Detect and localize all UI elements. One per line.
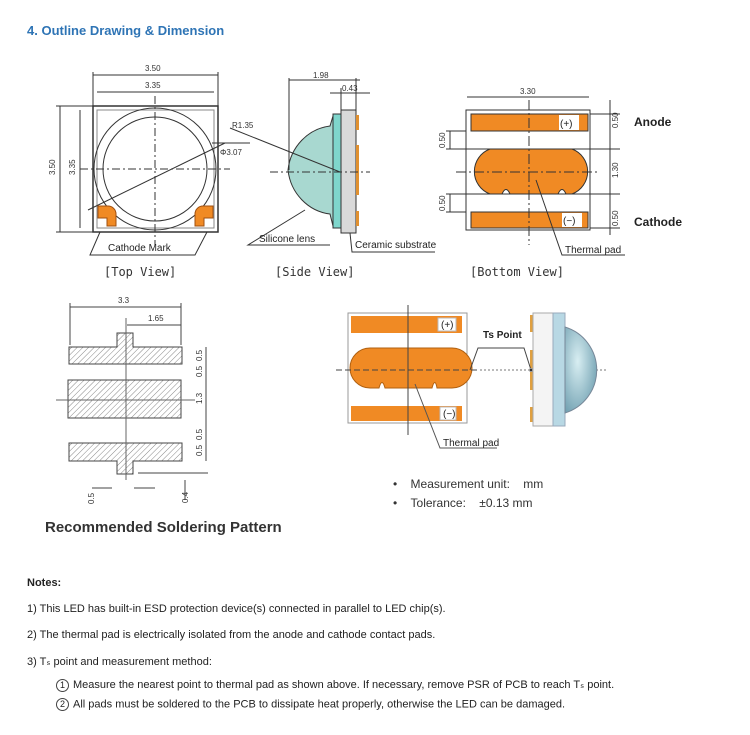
bottom-view-caption: [Bottom View] <box>470 265 564 279</box>
note-2: 2) The thermal pad is electrically isola… <box>27 629 436 641</box>
dim-sold-half: 1.65 <box>148 314 164 323</box>
ts-minus-label: (−) <box>443 409 456 420</box>
ts-point-diagram <box>336 305 608 449</box>
dim-inner-height: 3.35 <box>68 159 77 175</box>
dim-outer-width: 3.50 <box>145 64 161 73</box>
side-view <box>229 78 435 253</box>
side-view-caption: [Side View] <box>275 265 354 279</box>
dim-diameter: Φ3.07 <box>220 148 243 157</box>
dim-sold-a: 0.5 <box>195 349 204 361</box>
dim-sold-width: 3.3 <box>118 296 130 305</box>
dim-pad-top: 0.50 <box>611 112 620 128</box>
spec-tolerance: • Tolerance: ±0.13 mm <box>393 496 533 510</box>
cathode-minus-label: (−) <box>563 216 576 227</box>
dim-total-height: 1.98 <box>313 71 329 80</box>
anode-label: Anode <box>634 115 672 129</box>
dim-tab-height: 0.4 <box>181 491 190 503</box>
dim-radius: R1.35 <box>232 121 254 130</box>
note-3-sub-1-text: Measure the nearest point to thermal pad… <box>73 679 615 691</box>
top-view <box>56 72 250 256</box>
dim-gap-bottom: 0.50 <box>438 195 447 211</box>
note-1: 1) This LED has built-in ESD protection … <box>27 603 446 615</box>
ts-point-label: Ts Point <box>483 330 522 341</box>
notes-title: Notes: <box>27 577 62 589</box>
note-3-sub-2-text: All pads must be soldered to the PCB to … <box>73 698 566 711</box>
dim-pad-bottom: 0.50 <box>611 210 620 226</box>
ts-thermal-pad-label: Thermal pad <box>443 438 499 449</box>
dim-substrate: 0.43 <box>342 84 358 93</box>
cathode-mark-label: Cathode Mark <box>108 243 172 254</box>
thermal-pad-label: Thermal pad <box>565 245 621 256</box>
cathode-mark-left <box>97 205 117 227</box>
ceramic-substrate-label: Ceramic substrate <box>355 240 437 251</box>
spec-unit: • Measurement unit: mm <box>393 477 544 491</box>
dim-tab-width: 0.5 <box>87 492 96 504</box>
dim-sold-b: 0.5 <box>195 365 204 377</box>
circled-number: 1 <box>56 678 69 692</box>
section-title: 4. Outline Drawing & Dimension <box>27 23 225 38</box>
dim-sold-e: 0.5 <box>195 444 204 456</box>
dim-bottom-width: 3.30 <box>520 87 536 96</box>
dim-outer-height: 3.50 <box>48 159 57 175</box>
dim-thermal: 1.30 <box>611 162 620 178</box>
spec-unit-text: Measurement unit: mm <box>410 477 544 491</box>
dim-inner-width: 3.35 <box>145 81 161 90</box>
note-3-sub-1: 1 Measure the nearest point to thermal pa… <box>56 678 614 692</box>
soldering-pattern-title: Recommended Soldering Pattern <box>45 519 282 536</box>
anode-plus-label: (+) <box>560 119 573 130</box>
ts-plus-label: (+) <box>441 320 454 331</box>
note-3: 3) Tₛ point and measurement method: <box>27 656 212 668</box>
bottom-view <box>446 96 625 256</box>
note-3-sub-2: 2 All pads must be soldered to the PCB to… <box>56 698 565 711</box>
dim-gap-top: 0.50 <box>438 132 447 148</box>
dim-sold-c: 1.3 <box>195 392 204 404</box>
spec-tolerance-text: Tolerance: ±0.13 mm <box>410 496 533 510</box>
dim-sold-d: 0.5 <box>195 428 204 440</box>
soldering-pattern <box>56 303 208 500</box>
silicone-lens-label: Silicone lens <box>259 234 315 245</box>
cathode-label: Cathode <box>634 215 682 229</box>
top-view-caption: [Top View] <box>104 265 176 279</box>
circled-number: 2 <box>56 698 69 711</box>
cathode-mark-right <box>194 205 214 227</box>
